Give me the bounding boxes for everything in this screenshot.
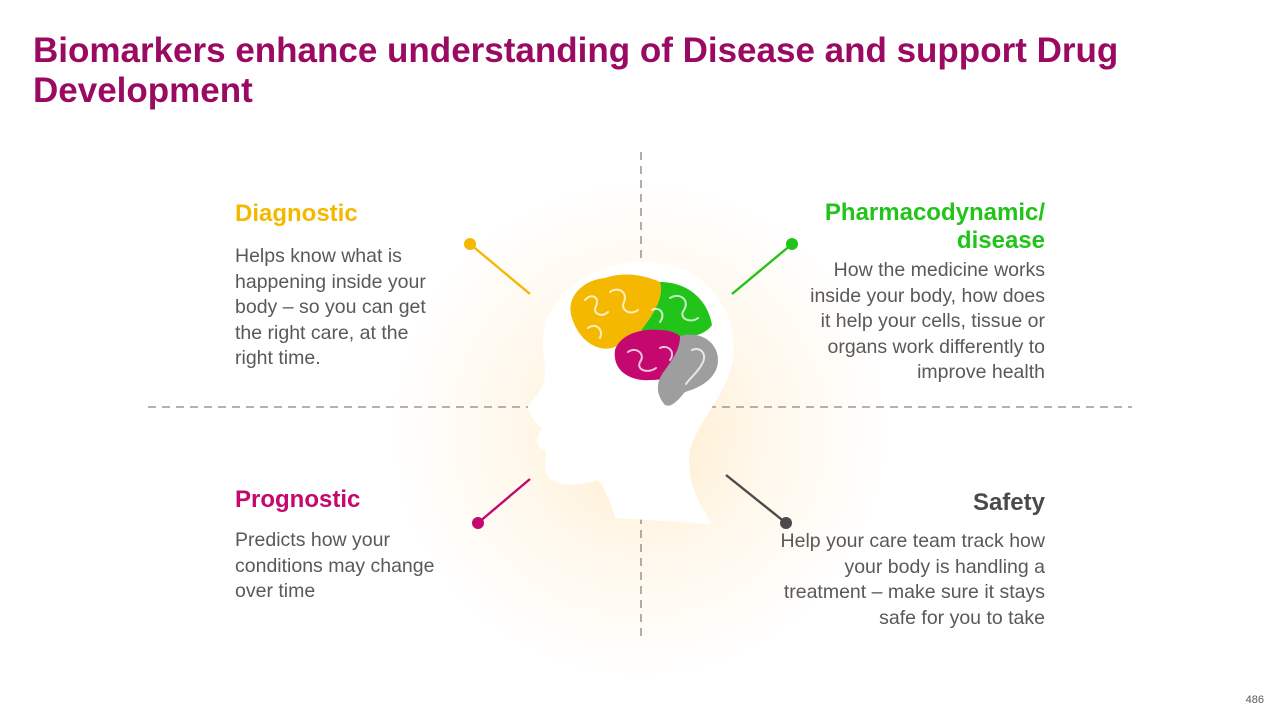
safety-text: Help your care team track how your body … bbox=[780, 530, 1045, 629]
prognostic-heading: Prognostic bbox=[235, 486, 361, 513]
brain-parietal-lobe bbox=[640, 282, 712, 339]
slide-title: Biomarkers enhance understanding of Dise… bbox=[33, 31, 1119, 110]
prognostic-connector bbox=[472, 478, 531, 529]
safety-heading: Safety bbox=[972, 489, 1045, 516]
brain-frontal-lobe bbox=[570, 274, 661, 349]
pharmacodynamic-text: How the medicine works inside your body,… bbox=[810, 259, 1045, 383]
diagnostic-block: Diagnostic Helps know what is happening … bbox=[235, 200, 435, 372]
pharmacodynamic-heading: Pharmacodynamic/ disease bbox=[824, 199, 1045, 254]
page-number: 486 bbox=[1245, 694, 1264, 706]
brain-folds bbox=[584, 288, 706, 385]
diagnostic-heading: Diagnostic bbox=[235, 200, 358, 227]
diagnostic-text: Helps know what is happening inside your… bbox=[235, 245, 426, 369]
prognostic-block: Prognostic Predicts how your conditions … bbox=[235, 486, 465, 605]
pharmacodynamic-connector bbox=[731, 238, 798, 295]
prognostic-text: Predicts how your conditions may change … bbox=[235, 529, 435, 602]
diagnostic-connector bbox=[464, 238, 531, 295]
pharmacodynamic-block: Pharmacodynamic/ disease How the medicin… bbox=[775, 199, 1045, 386]
safety-block: Safety Help your care team track how you… bbox=[770, 489, 1045, 631]
safety-connector bbox=[725, 474, 792, 529]
brain-icon bbox=[570, 274, 718, 406]
